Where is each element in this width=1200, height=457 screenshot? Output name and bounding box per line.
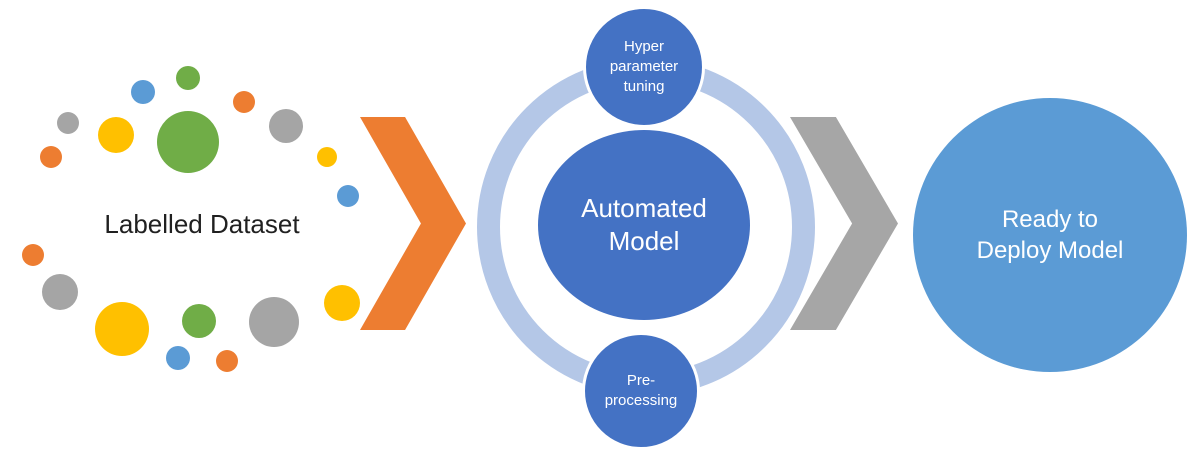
silver-dot xyxy=(57,112,79,134)
hyperparameter-tuning-label: Hyper parameter tuning xyxy=(609,38,679,95)
green-dot xyxy=(157,111,219,173)
yellow-dot xyxy=(98,117,134,153)
orange-dot xyxy=(40,146,62,168)
blue-dot xyxy=(131,80,155,104)
green-dot xyxy=(182,304,216,338)
silver-dot xyxy=(249,297,299,347)
orange-dot xyxy=(22,244,44,266)
dataset-label: Labelled Dataset xyxy=(104,209,300,239)
automated-model-label: Automated Model xyxy=(581,193,707,256)
green-dot xyxy=(176,66,200,90)
hyperparameter-tuning-circle: Hyper parameter tuning xyxy=(583,6,705,128)
yellow-dot xyxy=(95,302,149,356)
orange-dot xyxy=(233,91,255,113)
silver-dot xyxy=(269,109,303,143)
deploy-model-circle: Ready to Deploy Model xyxy=(913,98,1187,372)
yellow-dot xyxy=(317,147,337,167)
dataset-dots xyxy=(0,0,400,457)
automated-model-ellipse: Automated Model xyxy=(538,130,750,320)
deploy-model-label: Ready to Deploy Model xyxy=(976,206,1124,264)
blue-dot xyxy=(166,346,190,370)
preprocessing-circle: Pre- processing xyxy=(582,332,700,450)
silver-dot xyxy=(42,274,78,310)
yellow-dot xyxy=(324,285,360,321)
orange-dot xyxy=(216,350,238,372)
blue-dot xyxy=(337,185,359,207)
preprocessing-label: Pre- processing xyxy=(604,372,678,409)
